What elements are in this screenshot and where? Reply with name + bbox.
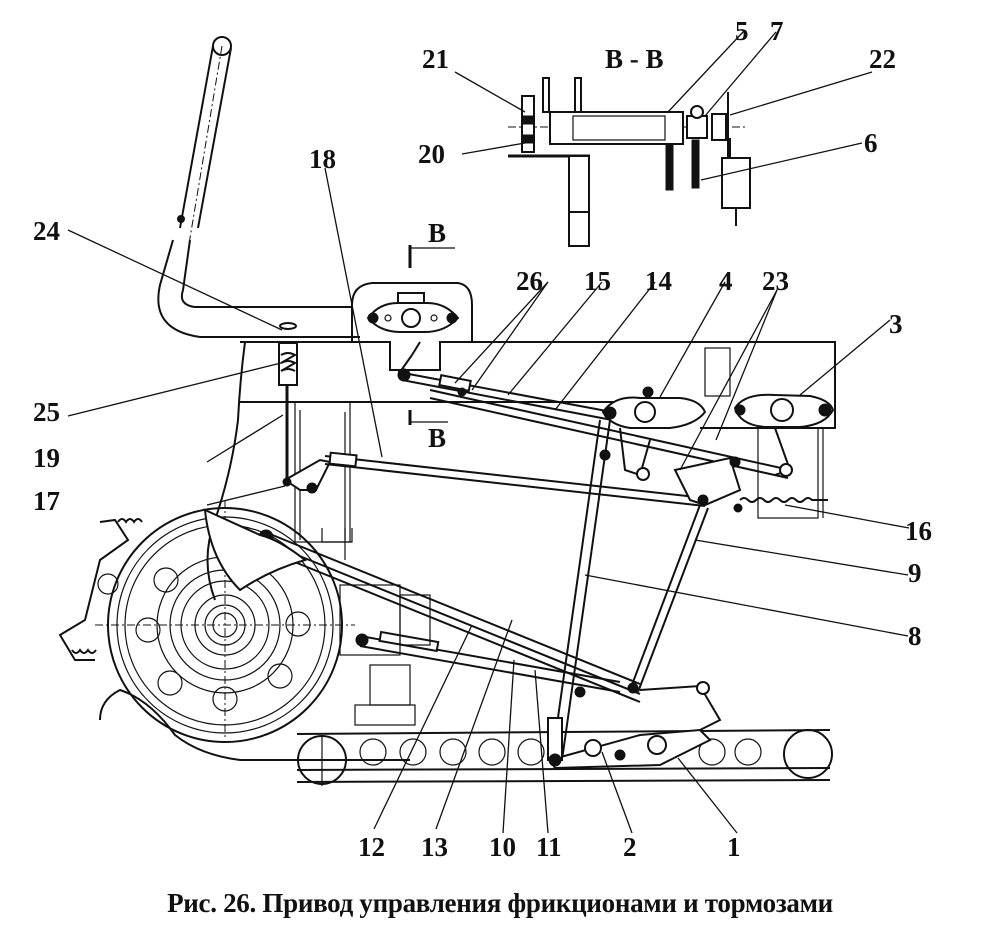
upper-mechanisms (601, 386, 835, 513)
control-lever (157, 36, 360, 338)
section-view-b-b: В - В (508, 44, 751, 247)
callout-1: 1 (727, 832, 741, 862)
leader-lines (67, 31, 910, 834)
spring-assembly (278, 322, 332, 494)
section-mark-top: В (428, 218, 446, 248)
figure-caption: Рис. 26. Привод управления фрикционами и… (167, 888, 833, 918)
callout-17: 17 (33, 486, 60, 516)
callout-22: 22 (869, 44, 896, 74)
brake-drum-assembly (58, 500, 431, 761)
callout-2: 2 (623, 832, 637, 862)
callout-20: 20 (418, 139, 445, 169)
callout-10: 10 (489, 832, 516, 862)
callout-4: 4 (719, 266, 733, 296)
callout-5: 5 (735, 16, 749, 46)
pivot-bracket: В В (351, 218, 473, 453)
callout-24: 24 (33, 216, 60, 246)
callout-19: 19 (33, 443, 60, 473)
callout-15: 15 (584, 266, 611, 296)
section-mark-bottom: В (428, 423, 446, 453)
callout-9: 9 (908, 558, 922, 588)
callout-11: 11 (536, 832, 562, 862)
track-frame (296, 682, 833, 786)
callout-12: 12 (358, 832, 385, 862)
callout-16: 16 (905, 516, 932, 546)
callout-6: 6 (864, 128, 878, 158)
callout-25: 25 (33, 397, 60, 427)
callout-23: 23 (762, 266, 789, 296)
callout-26: 26 (516, 266, 543, 296)
callout-18: 18 (309, 144, 336, 174)
callout-21: 21 (422, 44, 449, 74)
callout-14: 14 (645, 266, 672, 296)
callout-3: 3 (889, 309, 903, 339)
callout-7: 7 (770, 16, 784, 46)
callout-labels: 1 2 3 4 5 6 7 8 9 10 11 12 13 14 15 16 1… (33, 16, 932, 862)
rods (258, 341, 791, 761)
callout-13: 13 (421, 832, 448, 862)
section-title: В - В (605, 44, 664, 74)
callout-8: 8 (908, 621, 922, 651)
